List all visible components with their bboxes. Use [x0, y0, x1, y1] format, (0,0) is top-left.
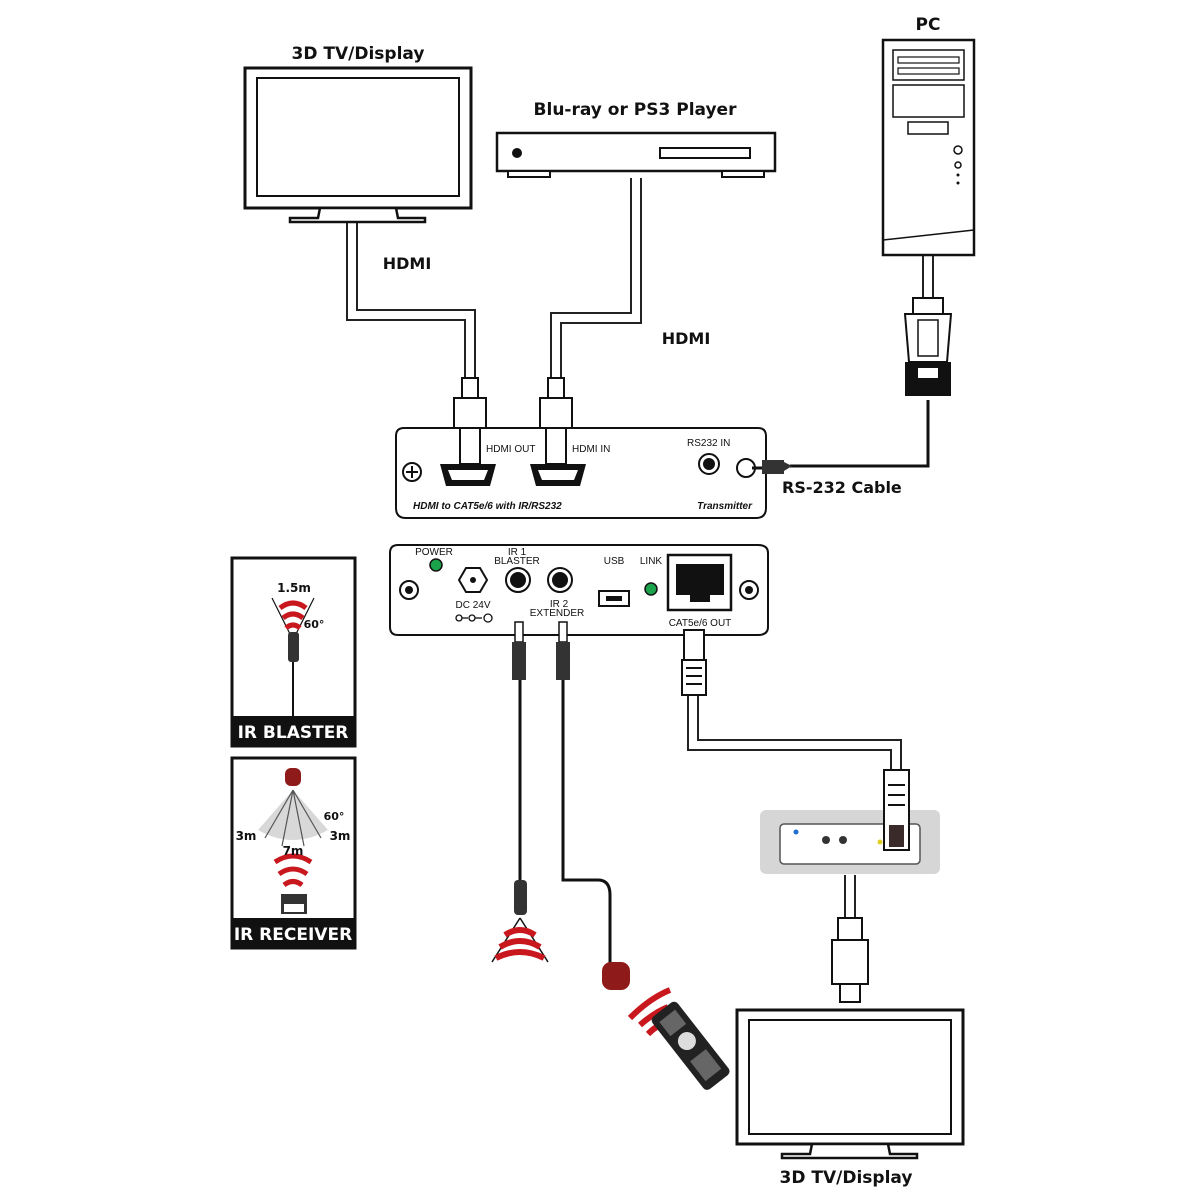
model-label: HDMI to CAT5e/6 with IR/RS232: [413, 501, 562, 512]
rs232-in-port-label: RS232 IN: [687, 438, 730, 449]
usb-label: USB: [604, 556, 625, 567]
tv-bottom-label: 3D TV/Display: [780, 1168, 913, 1188]
tv-display-top: [243, 66, 473, 224]
pc-tower: [881, 38, 976, 257]
receiver-angle: 60°: [324, 810, 345, 823]
ir-cables: [518, 680, 612, 965]
ir1-label: IR 1: [508, 547, 527, 558]
hdmi-plug-icon: [539, 377, 573, 465]
hdmi-cable-player: [550, 178, 642, 380]
serial-cable: [790, 255, 934, 468]
hdmi-label-right: HDMI: [662, 329, 711, 348]
extender-label: EXTENDER: [530, 608, 584, 619]
ir-blaster-plug-icon: [512, 621, 526, 680]
rs232-jack-icon: [752, 460, 792, 474]
receiver-right-distance: 3m: [330, 829, 351, 843]
tv-display-bottom: [735, 1008, 965, 1160]
ir-receiver-panel: [230, 756, 357, 950]
receiver-distance: 7m: [283, 844, 304, 858]
player-label: Blu-ray or PS3 Player: [534, 100, 738, 120]
tv-top-label: 3D TV/Display: [292, 44, 425, 64]
db9-connector-icon: [903, 297, 953, 396]
receiver-unit: [760, 769, 940, 874]
hdmi-label-left: HDMI: [383, 254, 432, 273]
hdmi-plug-icon: [831, 917, 869, 1003]
ir-blaster-panel: [230, 556, 357, 748]
hdmi-plug-icon: [453, 377, 487, 465]
transmitter-rear-panel: [389, 544, 769, 636]
ir-extender-plug-icon: [556, 621, 570, 680]
pc-label: PC: [916, 15, 941, 35]
ir-blaster-title: IR BLASTER: [238, 723, 349, 743]
link-label: LINK: [640, 556, 663, 567]
transmitter-label: Transmitter: [697, 501, 753, 512]
cat-out-label: CAT5e/6 OUT: [669, 618, 732, 629]
blaster-angle: 60°: [304, 618, 325, 631]
ir-receiver-eye: [602, 962, 630, 990]
link-led: [644, 582, 658, 596]
cat-cable: [687, 695, 902, 940]
hdmi-out-port-label: HDMI OUT: [486, 444, 535, 455]
power-led: [429, 558, 443, 572]
ir2-label: IR 2: [550, 599, 569, 610]
receiver-left-distance: 3m: [236, 829, 257, 843]
power-label: POWER: [415, 547, 453, 558]
dc-label: DC 24V: [455, 600, 490, 611]
dc-polarity-icon: [455, 613, 493, 623]
hdmi-cable-tv: [346, 222, 476, 380]
ir-blaster-emitter: [491, 880, 549, 963]
rs232-cable-label: RS-232 Cable: [782, 478, 902, 497]
blaster-distance: 1.5m: [277, 581, 311, 595]
bluray-player: [495, 131, 777, 178]
blaster-label: BLASTER: [494, 556, 540, 567]
rj45-plug-icon: [681, 629, 707, 696]
remote-control-icon: [627, 987, 730, 1090]
hdmi-in-port-label: HDMI IN: [572, 444, 610, 455]
transmitter-front-panel: [395, 427, 767, 519]
ir-receiver-title: IR RECEIVER: [234, 925, 352, 945]
